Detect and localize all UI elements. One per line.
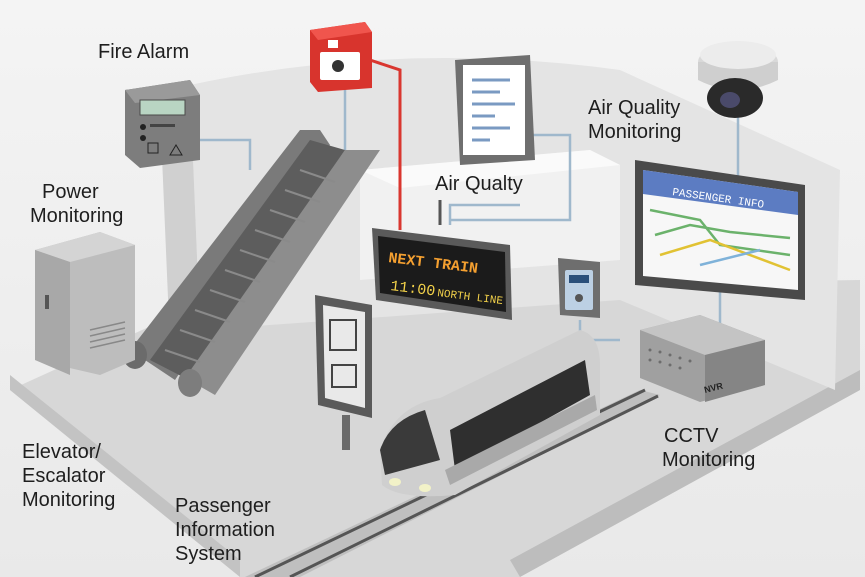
escalator: [123, 130, 380, 397]
power-cabinet: [35, 232, 135, 375]
fire-alarm-panel: [125, 80, 200, 168]
next-train-time: 11:00: [389, 278, 436, 300]
passenger-info-monitor: [635, 160, 805, 300]
mezzanine-top: [360, 150, 620, 188]
power-cable: [200, 138, 252, 170]
air-quality-panel: [455, 55, 535, 165]
platform-edge: [10, 375, 240, 577]
train: [380, 330, 600, 497]
nvr-box: [640, 315, 765, 402]
next-train-sign: [372, 200, 512, 320]
sign-cable: [448, 203, 520, 225]
alarm-cable-red: [369, 58, 402, 230]
air-qualty-label: Air Qualty: [435, 173, 523, 195]
air-panel-cable: [450, 133, 572, 222]
manual-call-point-icon: [310, 22, 372, 92]
wayfinding-totem: [315, 295, 372, 450]
fire-alarm-label: Fire Alarm: [98, 41, 190, 63]
platform-edge-right: [510, 370, 860, 577]
air-quality-sensor: [558, 258, 600, 318]
nvr-label: NVR: [703, 381, 724, 395]
cctv-camera-icon: [698, 41, 778, 118]
